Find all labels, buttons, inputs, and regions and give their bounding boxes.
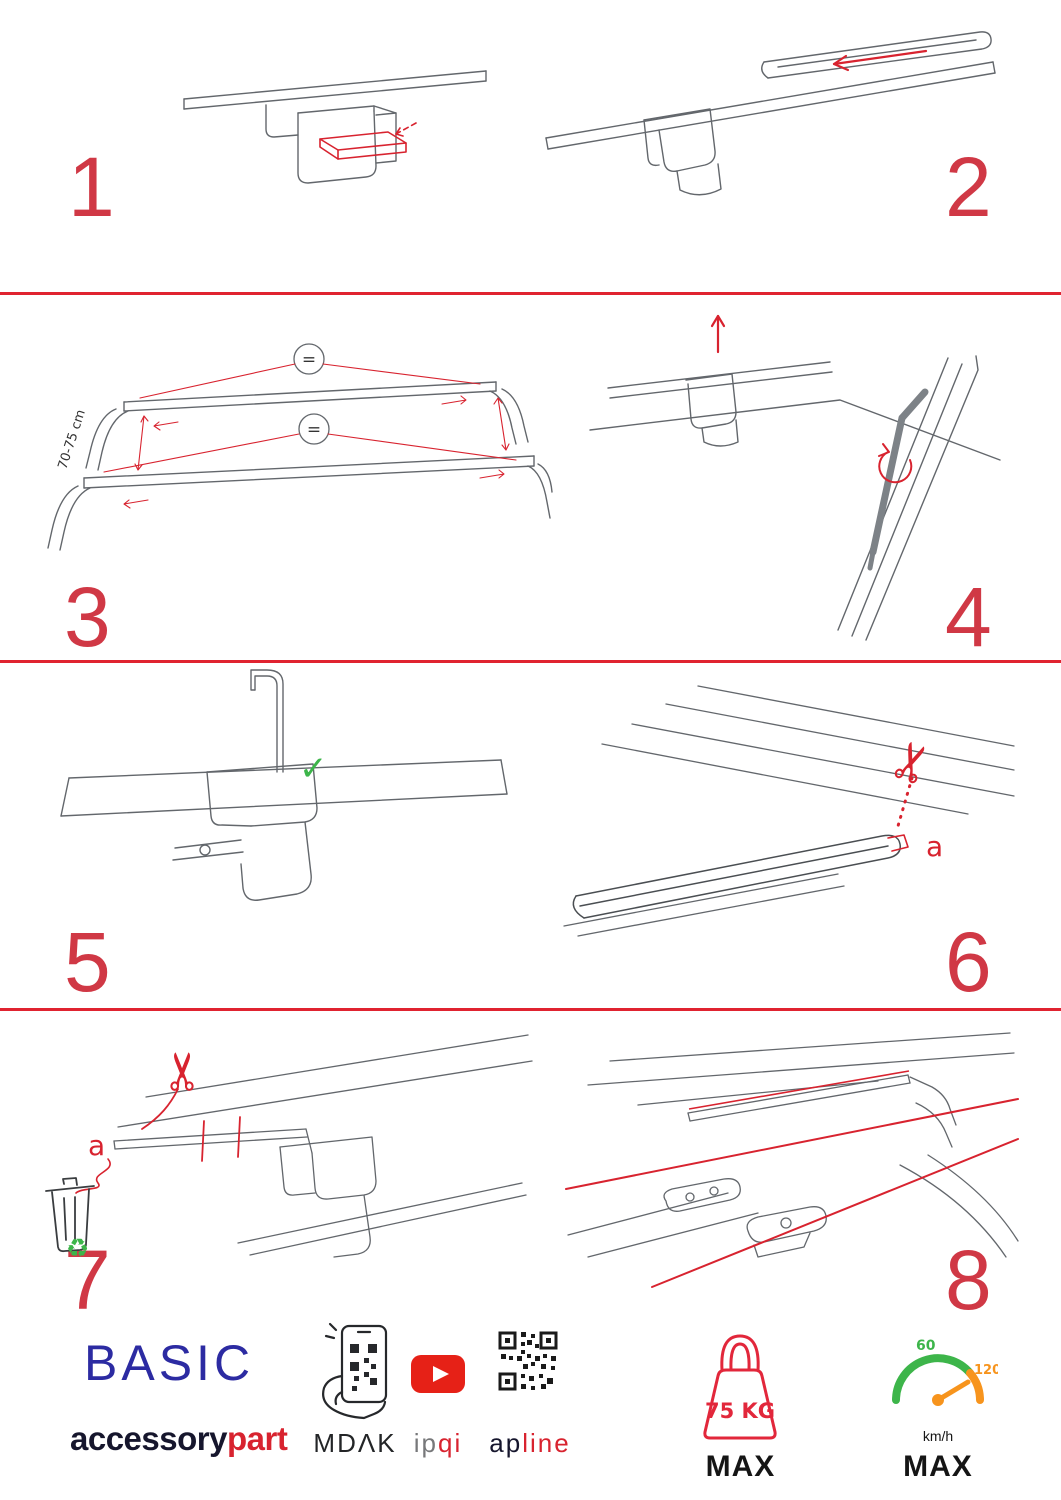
gauge-needle-hub [932, 1394, 944, 1406]
qr-code-icon [498, 1331, 558, 1391]
separator-3 [0, 1008, 1061, 1011]
cut-marks [141, 1088, 241, 1162]
clamp-pin-drawing [60, 669, 508, 901]
dimension-label: 70-75 cm [56, 408, 89, 471]
insert-arrow [710, 314, 726, 354]
gauge-low-label: 60 [916, 1338, 936, 1354]
gauge-high-label: 120 [974, 1363, 998, 1378]
cut-label-a: a [926, 830, 943, 863]
partner-mdak-label: MDΛK [313, 1428, 397, 1458]
gauge-arcs [892, 1354, 984, 1404]
phone-qr-scan-icon [322, 1322, 388, 1420]
phone-qr-pixels [350, 1344, 377, 1391]
dimension-lines [103, 363, 517, 509]
weight-max-label: MAX [705, 1450, 776, 1483]
trash-bin-icon [45, 1177, 95, 1253]
partner-ipqi-label: ipqi [400, 1428, 476, 1459]
brand-accessory-text: accessory [70, 1420, 227, 1457]
step-6-illustration: ✂ a [563, 685, 1015, 937]
recycle-icon: ♻ [66, 1234, 89, 1264]
rail-clamp-drawing [589, 355, 1001, 641]
zoom-region-border [565, 1098, 1019, 1288]
step-3-illustration: = = 70-75 cm [47, 343, 553, 551]
youtube-icon [411, 1355, 465, 1393]
scissors-icon: ✂ [154, 1049, 214, 1093]
step-3-number: 3 [64, 570, 111, 664]
check-icon: ✓ [299, 749, 328, 789]
brand-logo-basic: BASIC [84, 1335, 255, 1391]
equal-symbol-1: = [302, 350, 316, 370]
equal-markers: = = [293, 343, 330, 445]
apline-dark-text: ap [489, 1428, 523, 1458]
step-1-illustration [183, 70, 487, 184]
step-7-number: 7 [64, 1233, 111, 1327]
brand-logo-accessorypart: accessorypart [70, 1420, 288, 1458]
phone-hand-outline [322, 1322, 388, 1420]
speed-unit-label: km/h [922, 1428, 954, 1444]
crossbar-drawing [572, 834, 901, 919]
step-5-number: 5 [64, 915, 111, 1009]
mounted-bar-drawing [567, 1032, 1019, 1258]
roof-rail-drawing [183, 70, 487, 184]
cut-label-a: a [88, 1129, 105, 1162]
scissors-icon: ✂ [877, 732, 948, 793]
slide-arrow [832, 49, 928, 72]
brand-part-text: part [226, 1420, 288, 1457]
step-4-illustration [589, 314, 1001, 641]
step-7-illustration: ✂ a ♻ [45, 1034, 533, 1264]
step-6-number: 6 [945, 915, 992, 1009]
step-2-number: 2 [945, 140, 992, 234]
strip-line [688, 1070, 910, 1110]
apline-red-text: line [522, 1428, 571, 1458]
step-5-illustration: ✓ [60, 669, 508, 901]
youtube-play-triangle [433, 1366, 449, 1382]
weight-limit-icon: 75 KG [703, 1334, 777, 1440]
step-8-number: 8 [945, 1233, 992, 1327]
qr-modules [501, 1332, 556, 1390]
kettlebell-outline [703, 1334, 777, 1440]
ipqi-red-text: qi [438, 1428, 463, 1458]
speed-limit-gauge-icon: 60 120 [892, 1338, 998, 1406]
rotate-arrow [878, 443, 913, 484]
cut-squiggle [75, 1158, 111, 1194]
step-1-number: 1 [68, 140, 115, 234]
step-8-illustration [565, 1032, 1019, 1288]
roof-planks-drawing [563, 685, 1015, 937]
strip-clamp-drawing [113, 1034, 533, 1258]
cut-highlight [887, 776, 914, 852]
step-4-number: 4 [945, 570, 992, 664]
step-2-illustration [545, 31, 996, 196]
speed-max-label: MAX [903, 1450, 973, 1483]
rail-and-strip-drawing [545, 31, 996, 196]
weight-value-label: 75 KG [705, 1399, 775, 1423]
allen-key-drawing [867, 388, 929, 571]
partner-apline-label: apline [480, 1428, 580, 1459]
crossbars-drawing [47, 381, 553, 551]
separator-2 [0, 660, 1061, 663]
qr-finder-patterns [498, 1331, 558, 1391]
separator-1 [0, 292, 1061, 295]
pad-highlight [319, 122, 417, 160]
ipqi-dark-text: ip [413, 1428, 438, 1458]
equal-symbol-2: = [307, 420, 321, 440]
